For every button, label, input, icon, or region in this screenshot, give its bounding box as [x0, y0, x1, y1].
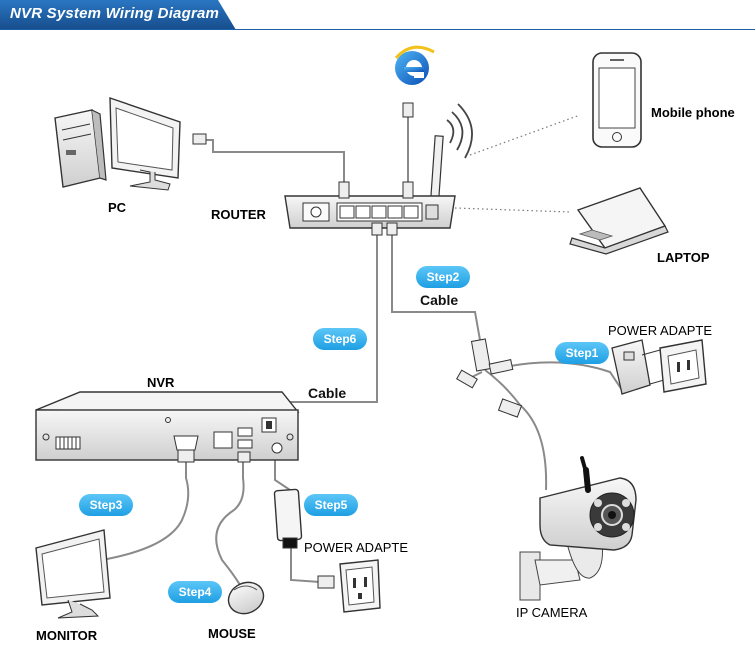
- header-banner: NVR System Wiring Diagram: [0, 0, 755, 30]
- mouse-device: [227, 581, 265, 615]
- step1-badge: Step1: [555, 342, 609, 364]
- power-adapter-top-label: POWER ADAPTE: [608, 323, 712, 338]
- pc-device: [54, 97, 207, 191]
- wifi-signal-icon: [446, 103, 473, 159]
- power-adapter-bottom-label: POWER ADAPTE: [304, 540, 408, 555]
- router-device: [284, 135, 456, 236]
- cable-camera-power: [499, 361, 623, 391]
- step2-label: Step2: [427, 270, 460, 284]
- cable-label-top: Cable: [420, 292, 458, 308]
- step1-label: Step1: [566, 346, 599, 360]
- power-adapter-nvr: [273, 488, 335, 589]
- cable-camera-main: [484, 369, 548, 491]
- step2-badge: Step2: [416, 266, 470, 288]
- header-background: [0, 0, 755, 30]
- wall-socket-top: [659, 339, 707, 393]
- cable-nvr-mouse: [215, 460, 245, 586]
- cable-adapter-plug: [290, 545, 321, 583]
- ip-camera-label: IP CAMERA: [516, 605, 588, 620]
- step6-label: Step6: [324, 332, 357, 346]
- step3-badge: Step3: [79, 494, 133, 516]
- step5-label: Step5: [315, 498, 348, 512]
- page-title: NVR System Wiring Diagram: [10, 5, 220, 22]
- cable-router-camera: [391, 230, 481, 341]
- wall-socket-bottom: [339, 559, 381, 613]
- internet-explorer-icon: [394, 45, 435, 85]
- monitor-label: MONITOR: [36, 628, 98, 643]
- mouse-label: MOUSE: [208, 626, 256, 641]
- monitor-device: [35, 529, 111, 619]
- wireless-link-laptop: [454, 207, 571, 213]
- step3-label: Step3: [90, 498, 123, 512]
- camera-splitter: [456, 338, 523, 418]
- ip-camera-device: [519, 456, 637, 601]
- cable-nvr-adapter: [274, 458, 291, 491]
- router-antenna: [430, 135, 444, 199]
- step4-label: Step4: [179, 585, 212, 599]
- cable-pc-router: [205, 139, 345, 182]
- laptop-device: [569, 187, 669, 255]
- nvr-label: NVR: [147, 375, 175, 390]
- step4-badge: Step4: [168, 581, 222, 603]
- pc-tower: [54, 109, 101, 188]
- internet-connector: [402, 102, 414, 118]
- step6-badge: Step6: [313, 328, 367, 350]
- step5-badge: Step5: [304, 494, 358, 516]
- cable-label-left: Cable: [308, 385, 346, 401]
- mobile-phone-device: [592, 52, 642, 148]
- cable-nvr-monitor: [101, 460, 190, 561]
- nvr-device: [35, 391, 300, 463]
- mobile-phone-label: Mobile phone: [651, 105, 735, 120]
- laptop-label: LAPTOP: [657, 250, 710, 265]
- router-label: ROUTER: [211, 207, 267, 222]
- pc-network-connector: [192, 133, 207, 145]
- wireless-links: [454, 114, 581, 213]
- pc-label: PC: [108, 200, 127, 215]
- power-adapter-camera: [611, 339, 665, 395]
- wireless-link-phone: [469, 114, 581, 156]
